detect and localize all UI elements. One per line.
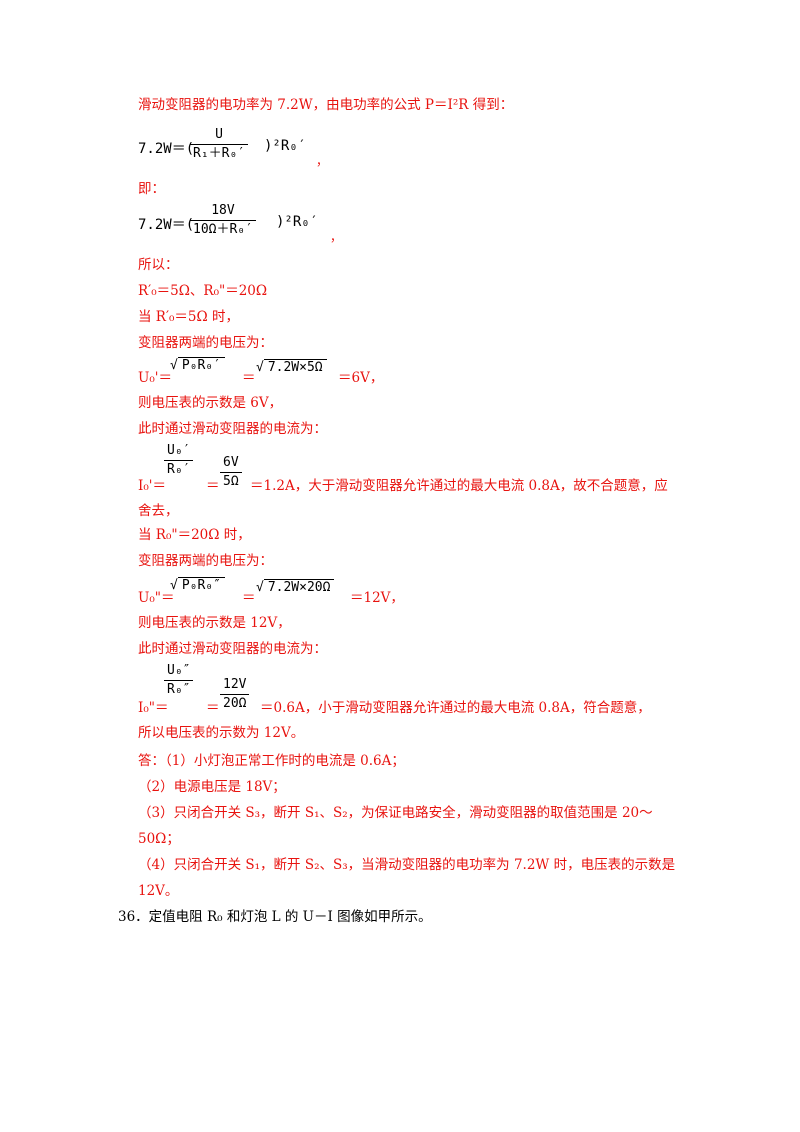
eq-left: 7.2W＝( [138, 217, 195, 233]
fraction-numerator: 18V [190, 202, 256, 221]
eq-fraction: 18V 10Ω＋R₀′ [190, 202, 256, 239]
fraction-denominator: R₀″ [167, 682, 191, 697]
sqrt-radicand: 7.2W×5Ω [263, 359, 327, 375]
fraction-numerator: U₀′ [164, 442, 194, 461]
answer-3: （3）只闭合开关 S₃，断开 S₁、S₂，为保证电路安全，滑动变阻器的取值范围是… [138, 805, 653, 821]
sqrt-1: √P₀R₀″ [170, 577, 225, 593]
u0pp-lead: U₀"＝ [138, 590, 175, 606]
text-line: 此时通过滑动变阻器的电流为： [138, 421, 327, 437]
u0-double-prime-line: U₀"＝ √P₀R₀″ ＝ √7.2W×20Ω ＝12V， [138, 577, 418, 606]
fraction-denominator: 5Ω [223, 474, 239, 489]
eq-left: 7.2W＝( [138, 141, 195, 157]
fraction-numerator: U₀″ [164, 662, 194, 681]
fraction-denominator: R₀′ [167, 462, 191, 477]
equals: ＝ [206, 478, 220, 494]
equation-1: 7.2W＝( U R₁＋R₀′ )²R₀′ [138, 126, 358, 170]
u0-prime-line: U₀'＝ √P₀R₀′ ＝ √7.2W×5Ω ＝6V， [138, 357, 398, 386]
eq-right: )²R₀′ [264, 138, 307, 154]
text-line: 滑动变阻器的电功率为 7.2W，由电功率的公式 P＝I²R 得到： [138, 97, 514, 113]
text-line: 舍去， [138, 503, 179, 519]
text-line: 当 R₀"＝20Ω 时， [138, 527, 251, 543]
fraction-denominator: 20Ω [223, 696, 247, 711]
fraction-denominator: R₁＋R₀′ [193, 146, 246, 161]
i0-prime-line: I₀'＝ U₀′ R₀′ ＝ 6V 5Ω ＝1.2A，大于滑动变阻器允许通过的最… [138, 442, 698, 494]
equals: ＝ [242, 370, 256, 386]
equals: ＝ [242, 590, 256, 606]
sqrt-radicand: P₀R₀′ [177, 357, 225, 373]
u0p-lead: U₀'＝ [138, 370, 173, 386]
text-line: 变阻器两端的电压为： [138, 335, 273, 351]
sqrt-1: √P₀R₀′ [170, 357, 225, 373]
fraction-numerator: 12V [220, 676, 250, 695]
sqrt-radicand: 7.2W×20Ω [263, 579, 335, 595]
comma-mark: ， [330, 230, 343, 244]
i0pp-lead: I₀"＝ [138, 700, 169, 716]
equation-2: 7.2W＝( 18V 10Ω＋R₀′ )²R₀′ [138, 202, 368, 246]
text-line: 即： [138, 181, 165, 197]
sqrt-radicand: P₀R₀″ [177, 577, 225, 593]
text-line: R′₀＝5Ω、R₀"＝20Ω [138, 283, 268, 299]
fraction-numerator: 6V [220, 454, 242, 473]
i0p-tail: ＝1.2A，大于滑动变阻器允许通过的最大电流 0.8A，故不合题意，应 [250, 478, 668, 494]
text-line: 所以： [138, 257, 179, 273]
answer-4-cont: 12V。 [138, 883, 179, 899]
eq-fraction: U R₁＋R₀′ [190, 126, 249, 163]
answer-3-cont: 50Ω； [138, 831, 180, 847]
answer-1: 答：（1）小灯泡正常工作时的电流是 0.6A； [138, 753, 405, 769]
fraction-1: U₀′ R₀′ [164, 442, 194, 479]
result: ＝6V， [338, 370, 384, 386]
result: ＝12V， [350, 590, 404, 606]
answer-2: （2）电源电压是 18V； [138, 779, 286, 795]
i0-double-prime-line: I₀"＝ U₀″ R₀″ ＝ 12V 20Ω ＝0.6A，小于滑动变阻器允许通过… [138, 662, 678, 716]
fraction-2: 6V 5Ω [220, 454, 242, 491]
answer-4: （4）只闭合开关 S₁，断开 S₂、S₃，当滑动变阻器的电功率为 7.2W 时，… [138, 857, 676, 873]
i0p-lead: I₀'＝ [138, 478, 166, 494]
text-line: 则电压表的示数是 6V， [138, 395, 283, 411]
text-line: 此时通过滑动变阻器的电流为： [138, 641, 327, 657]
fraction-denominator: 10Ω＋R₀′ [193, 222, 253, 237]
text-line: 当 R′₀＝5Ω 时， [138, 309, 240, 325]
fraction-1: U₀″ R₀″ [164, 662, 194, 699]
sqrt-2: √7.2W×20Ω [256, 579, 335, 595]
comma-mark: ， [316, 154, 329, 168]
text-line: 则电压表的示数是 12V， [138, 615, 291, 631]
text-line: 变阻器两端的电压为： [138, 553, 273, 569]
question-36: 36．定值电阻 R₀ 和灯泡 L 的 U－I 图像如甲所示。 [118, 909, 432, 925]
text-line: 所以电压表的示数为 12V。 [138, 725, 305, 741]
equals: ＝ [206, 700, 220, 716]
sqrt-2: √7.2W×5Ω [256, 359, 327, 375]
fraction-numerator: U [190, 126, 249, 145]
fraction-2: 12V 20Ω [220, 676, 250, 713]
i0pp-tail: ＝0.6A，小于滑动变阻器允许通过的最大电流 0.8A，符合题意， [260, 700, 651, 716]
eq-right: )²R₀′ [276, 214, 319, 230]
